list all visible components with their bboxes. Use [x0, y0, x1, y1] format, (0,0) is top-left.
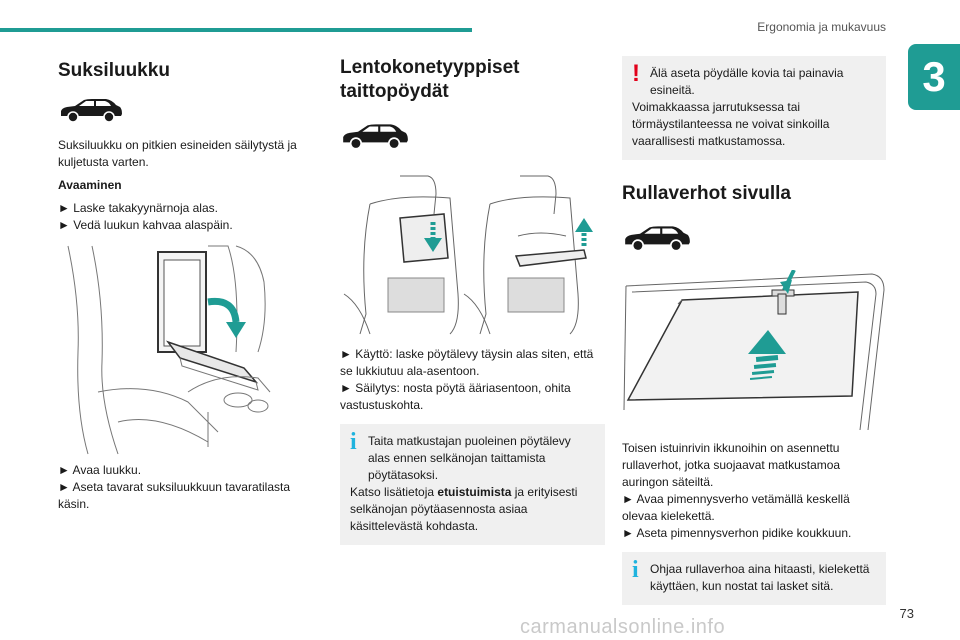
info-note-box: i Ohjaa rullaverhoa aina hitaasti, kiele…: [622, 552, 886, 605]
info-note-text: Katso lisätietoja: [350, 485, 438, 499]
column-airline-tables: Lentokonetyyppiset taittopöydät: [340, 56, 605, 545]
side-blinds-intro: Toisen istuinrivin ikkunoihin on asennet…: [622, 441, 841, 489]
info-icon: i: [632, 557, 639, 583]
step-item: ► Vedä luukun kahvaa alaspäin.: [58, 218, 233, 232]
column-ski-hatch: Suksiluukku Suksiluukku on pitkien esine…: [58, 56, 308, 513]
step-item: ► Aseta tavarat suksiluukkuun tavaratila…: [58, 480, 290, 511]
side-blind-illustration: [623, 270, 885, 431]
info-note-text: ja erityisesti selkänojan pöytäasennosta…: [350, 485, 578, 533]
suv-car-icon: [61, 99, 122, 123]
step-item: ► Käyttö: laske pöytälevy täysin alas si…: [340, 347, 594, 378]
chapter-number-tab: 3: [908, 44, 960, 110]
warning-note-box: ! Älä aseta pöydälle kovia tai painavia …: [622, 56, 886, 160]
step-item: ► Aseta pimennysverhon pidike koukkuun.: [622, 526, 852, 540]
section-title-line: taittopöydät: [340, 81, 449, 102]
info-note-bold: etuistuimista: [437, 485, 512, 499]
suv-car-icon: [343, 124, 408, 150]
section-title-ski-hatch: Suksiluukku: [58, 60, 170, 81]
watermark-text: carmanualsonline.info: [520, 616, 726, 638]
suv-car-icon: [625, 226, 690, 252]
opening-heading: Avaaminen: [58, 178, 122, 192]
folding-table-illustration: [343, 175, 593, 335]
page-number: 73: [899, 606, 914, 621]
step-item: ► Avaa pimennysverho vetämällä keskellä …: [622, 492, 850, 523]
warning-exclamation-icon: !: [632, 60, 640, 87]
chapter-title: Ergonomia ja mukavuus: [757, 20, 886, 34]
ski-hatch-illustration: [67, 245, 271, 455]
info-note-text: Taita matkustajan puoleinen pöytälevy al…: [368, 434, 571, 482]
warning-text: Voimakkaassa jarrutuksessa tai törmäysti…: [632, 100, 830, 148]
column-side-blinds: ! Älä aseta pöydälle kovia tai painavia …: [622, 56, 886, 605]
header-accent-bar: [0, 28, 472, 32]
ski-hatch-intro: Suksiluukku on pitkien esineiden säilyty…: [58, 138, 297, 169]
section-title-airline-tables: Lentokonetyyppiset taittopöydät: [340, 56, 605, 104]
info-note-box: i Taita matkustajan puoleinen pöytälevy …: [340, 424, 605, 545]
info-note-text: Ohjaa rullaverhoa aina hitaasti, kieleke…: [650, 562, 870, 593]
info-icon: i: [350, 429, 357, 455]
section-title-line: Lentokonetyyppiset: [340, 57, 520, 78]
section-title-side-blinds: Rullaverhot sivulla: [622, 183, 791, 204]
step-item: ► Avaa luukku.: [58, 463, 142, 477]
step-item: ► Säilytys: nosta pöytä ääriasentoon, oh…: [340, 381, 571, 412]
info-note-reference: Katso lisätietoja etuistuimista ja erity…: [350, 484, 595, 535]
step-item: ► Laske takakyynärnoja alas.: [58, 201, 218, 215]
warning-text: Älä aseta pöydälle kovia tai painavia es…: [650, 66, 844, 97]
